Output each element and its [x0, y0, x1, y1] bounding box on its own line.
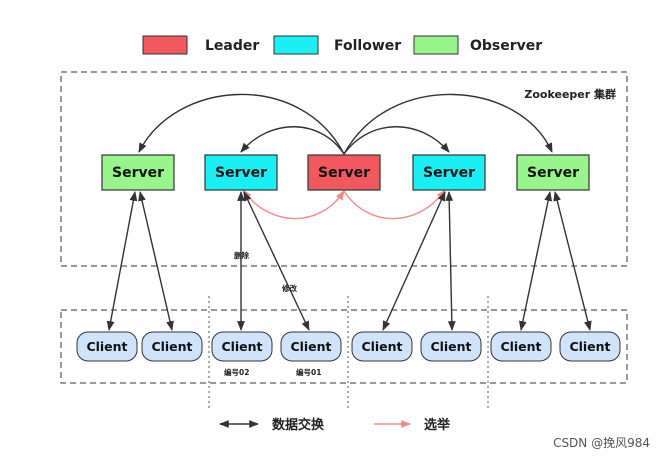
election-label: 选举 — [424, 417, 451, 433]
legend-leader-swatch — [142, 35, 188, 55]
cluster-box — [60, 71, 628, 267]
server-label: Server — [215, 165, 267, 181]
annotation-id02: 编号02 — [224, 367, 249, 377]
client-label: Client — [151, 339, 192, 354]
client-label: Client — [569, 339, 610, 354]
server-label: Server — [112, 165, 164, 181]
client-7: Client — [490, 331, 552, 362]
client-separators — [208, 296, 489, 408]
legend-follower-label: Follower — [334, 38, 401, 54]
annotation-delete: 删除 — [234, 250, 249, 260]
data-arrows — [106, 191, 592, 331]
client-label: Client — [86, 339, 127, 354]
server-label: Server — [318, 165, 370, 181]
client-label: Client — [361, 339, 402, 354]
election-arrows — [242, 189, 446, 220]
server-leader: Server — [307, 154, 381, 191]
data-exchange-label: 数据交换 — [272, 417, 325, 433]
leader-sync-arrows — [138, 93, 553, 155]
server-follower-2: Server — [412, 154, 486, 191]
cluster-label: Zookeeper 集群 — [524, 87, 616, 101]
legend-follower-swatch — [273, 35, 319, 55]
annotation-id01: 编号01 — [296, 367, 321, 377]
server-observer-2: Server — [516, 154, 590, 191]
client-label: Client — [430, 339, 471, 354]
client-5: Client — [351, 331, 413, 362]
client-2: Client — [141, 331, 203, 362]
legend-observer-swatch — [413, 35, 459, 55]
server-follower-1: Server — [204, 154, 278, 191]
client-8: Client — [559, 331, 621, 362]
bottom-legend: 数据交换 选举 — [219, 417, 451, 433]
legend: Leader Follower Observer — [142, 35, 542, 55]
client-4: Client — [280, 331, 342, 362]
annotation-modify: 修改 — [281, 283, 297, 293]
client-3: Client — [211, 331, 273, 362]
server-observer-1: Server — [101, 154, 175, 191]
server-label: Server — [527, 165, 579, 181]
watermark: CSDN @挽风984 — [553, 436, 650, 450]
legend-observer-label: Observer — [470, 38, 542, 54]
client-6: Client — [420, 331, 482, 362]
client-label: Client — [221, 339, 262, 354]
server-label: Server — [423, 165, 475, 181]
clients: Client Client Client Client Client Clien… — [76, 331, 621, 362]
legend-leader-label: Leader — [205, 38, 259, 54]
client-1: Client — [76, 331, 138, 362]
client-box — [60, 309, 628, 384]
client-label: Client — [500, 339, 541, 354]
client-label: Client — [290, 339, 331, 354]
